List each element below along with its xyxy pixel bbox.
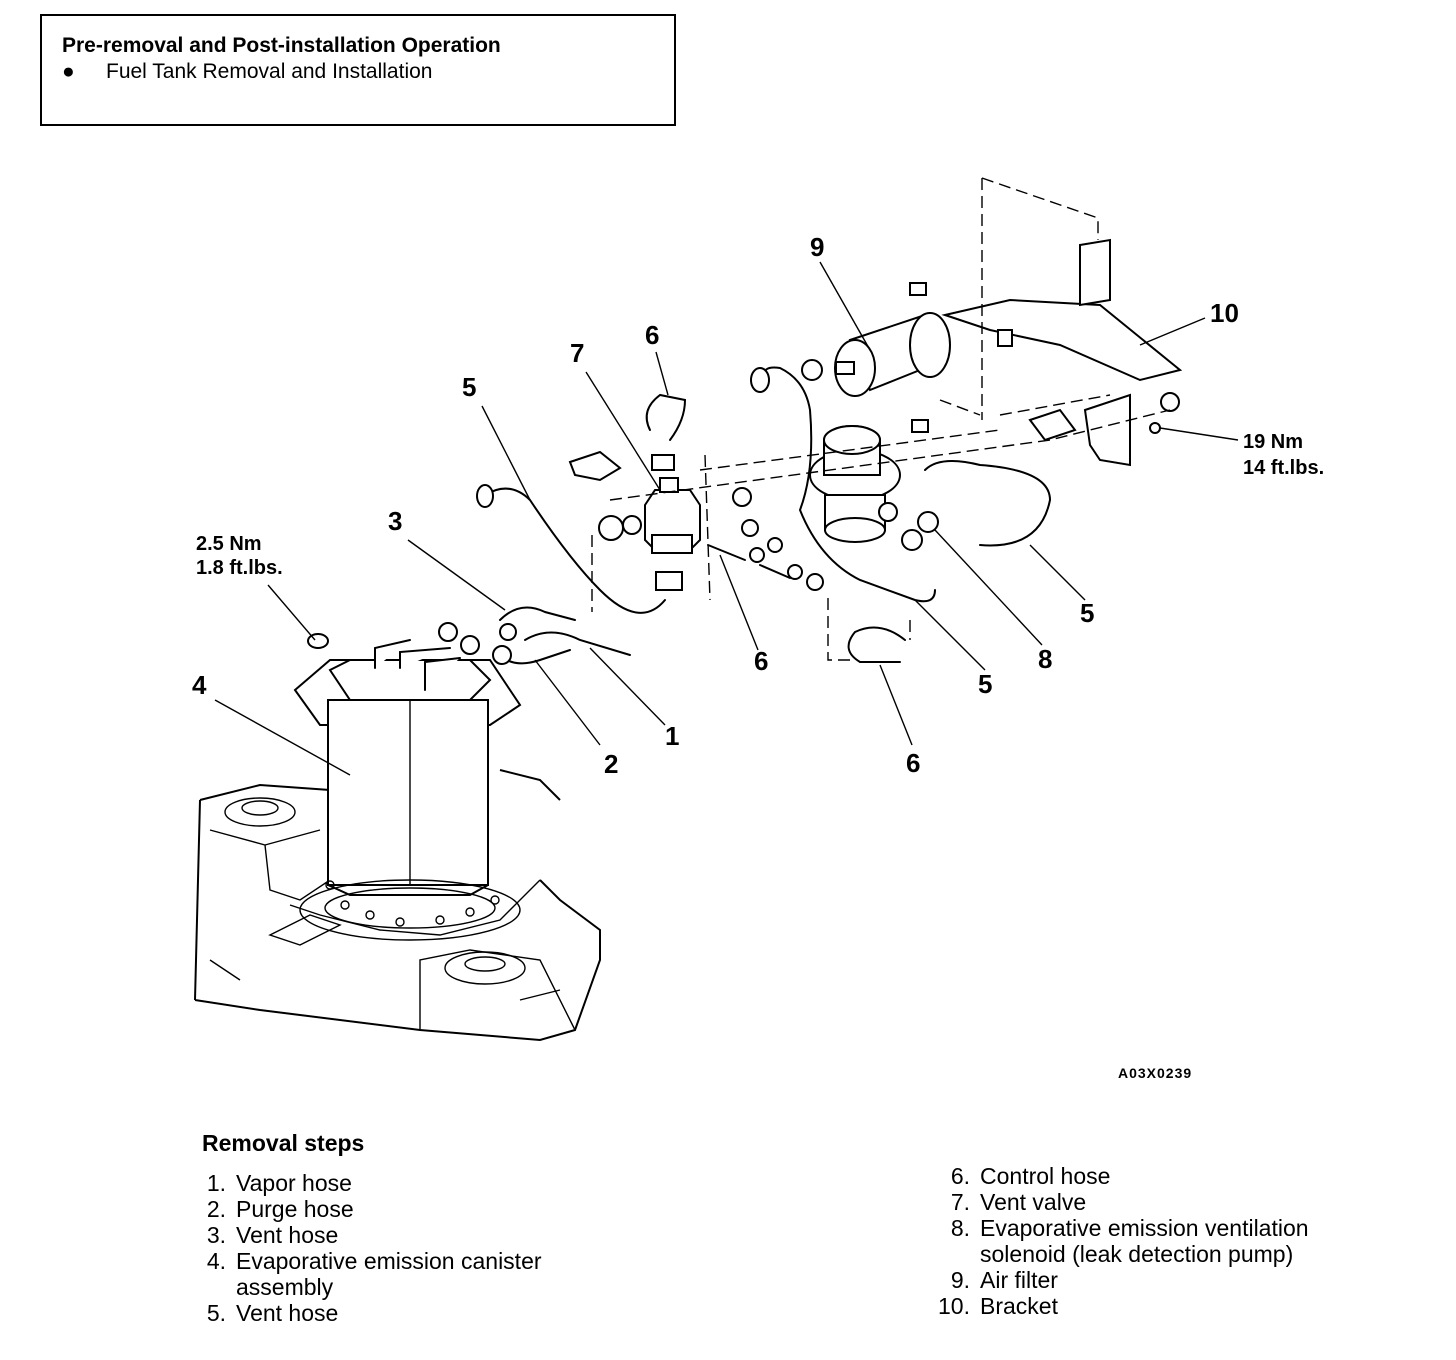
removal-step-item: 1. Vapor hose <box>190 1170 542 1196</box>
callout-10: 10 <box>1210 298 1239 328</box>
callout-1: 1 <box>665 721 679 751</box>
removal-step-text: Control hose <box>980 1163 1111 1189</box>
removal-step-item: 5. Vent hose <box>190 1300 542 1326</box>
removal-step-item: assembly <box>190 1274 542 1300</box>
removal-step-text: Vent hose <box>236 1222 339 1248</box>
control-hose-top <box>645 393 687 441</box>
removal-step-item: 3. Vent hose <box>190 1222 542 1248</box>
air-filter <box>801 282 951 433</box>
callout-5-left: 5 <box>462 372 476 402</box>
pre-removal-note-box: Pre-removal and Post-installation Operat… <box>40 14 676 126</box>
removal-step-number: 1. <box>206 1170 226 1196</box>
callout-6-bottom: 6 <box>906 748 920 778</box>
torque-left-nm: 2.5 Nm <box>196 533 262 555</box>
exploded-diagram: 5 3 7 6 9 10 4 2 1 6 5 8 5 6 2.5 Nm 1.8 … <box>192 177 1324 1081</box>
removal-step-item: 9. Air filter <box>920 1267 1309 1293</box>
torque-left-ftlbs: 1.8 ft.lbs. <box>196 557 283 579</box>
removal-step-item: solenoid (leak detection pump) <box>920 1241 1309 1267</box>
removal-step-text: Purge hose <box>236 1196 354 1222</box>
removal-step-text: Vapor hose <box>236 1170 352 1196</box>
figure-code: A03X0239 <box>1118 1065 1192 1081</box>
vent-hose-left <box>476 484 666 614</box>
removal-steps-right-column: 6. Control hose 7. Vent valve 8. Evaporative … <box>920 1163 1309 1319</box>
callout-9: 9 <box>810 232 824 262</box>
callout-6-middle: 6 <box>754 646 768 676</box>
torque-right-ftlbs: 14 ft.lbs. <box>1243 457 1324 479</box>
removal-step-text: Bracket <box>980 1293 1058 1319</box>
bracket <box>941 238 1183 467</box>
removal-step-text: Vent valve <box>980 1189 1087 1215</box>
removal-step-number: 3. <box>206 1222 226 1248</box>
vapor-purge-vent-hoses <box>438 606 631 665</box>
removal-step-number <box>190 1274 236 1300</box>
callout-7: 7 <box>570 338 584 368</box>
note-item: ● Fuel Tank Removal and Installation <box>62 60 432 84</box>
callout-2: 2 <box>604 749 618 779</box>
callout-8: 8 <box>1038 644 1052 674</box>
removal-step-text: assembly <box>236 1274 334 1300</box>
callout-4: 4 <box>192 670 207 700</box>
removal-step-number: 5. <box>206 1300 226 1326</box>
removal-steps-left-column: 1. Vapor hose 2. Purge hose 3. Vent hose 4. Eva… <box>190 1170 542 1326</box>
removal-step-number: 8. <box>950 1215 970 1241</box>
removal-step-number: 9. <box>950 1267 970 1293</box>
torque-right-nm: 19 Nm <box>1243 431 1303 453</box>
removal-step-number <box>920 1241 980 1267</box>
removal-step-text: Air filter <box>980 1267 1058 1293</box>
control-hose-middle <box>707 487 824 591</box>
removal-step-number: 2. <box>206 1196 226 1222</box>
removal-step-item: 6. Control hose <box>920 1163 1309 1189</box>
removal-step-number: 6. <box>950 1163 970 1189</box>
removal-step-item: 7. Vent valve <box>920 1189 1309 1215</box>
leader-lines <box>214 261 1239 776</box>
canister-assembly <box>293 633 522 941</box>
bullet-icon: ● <box>62 60 75 83</box>
callout-6-top: 6 <box>645 320 659 350</box>
alignment-lines <box>591 177 1171 661</box>
removal-step-text: Evaporative emission ventilation <box>980 1215 1309 1241</box>
note-item-text: Fuel Tank Removal and Installation <box>106 60 433 83</box>
removal-step-item: 4. Evaporative emission canister <box>190 1248 542 1274</box>
removal-step-number: 10. <box>938 1293 970 1319</box>
removal-step-item: 8. Evaporative emission ventilation <box>920 1215 1309 1241</box>
removal-step-text: solenoid (leak detection pump) <box>980 1241 1294 1267</box>
removal-step-item: 10. Bracket <box>920 1293 1309 1319</box>
callout-5-middle: 5 <box>978 669 992 699</box>
vent-hose-middle <box>750 366 936 603</box>
leak-detection-pump <box>809 425 939 551</box>
removal-step-number: 4. <box>206 1248 226 1274</box>
callout-3: 3 <box>388 506 402 536</box>
control-hose-bottom <box>847 626 906 663</box>
removal-step-text: Vent hose <box>236 1300 339 1326</box>
vent-valve <box>568 450 701 591</box>
callout-5-right: 5 <box>1080 598 1094 628</box>
removal-steps-title: Removal steps <box>202 1130 365 1156</box>
vent-hose-right <box>924 460 1052 547</box>
note-title: Pre-removal and Post-installation Operat… <box>62 34 501 57</box>
removal-step-number: 7. <box>950 1189 970 1215</box>
removal-step-text: Evaporative emission canister <box>236 1248 542 1274</box>
fuel-tank-outline <box>194 769 601 1042</box>
removal-step-item: 2. Purge hose <box>190 1196 542 1222</box>
